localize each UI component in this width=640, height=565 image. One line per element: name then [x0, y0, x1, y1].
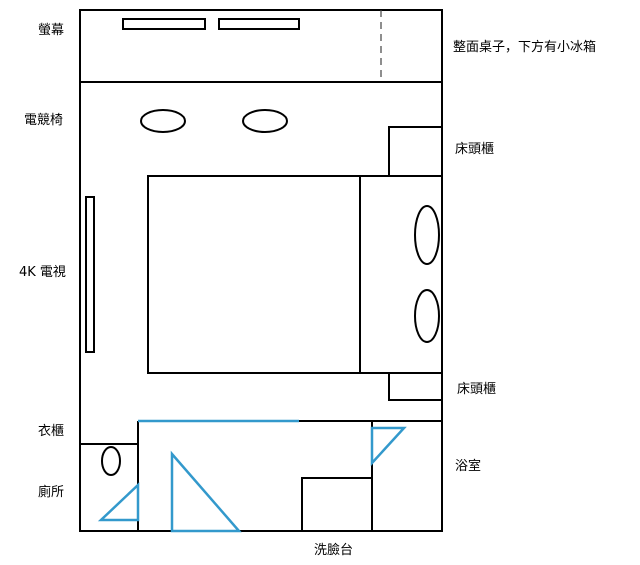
- bathroom-door-swing: [370, 426, 407, 467]
- wardrobe-door-swing: [170, 450, 242, 533]
- label-wardrobe: 衣櫃: [38, 424, 65, 439]
- label-desk: 整面桌子，下方有小冰箱: [453, 40, 597, 55]
- label-toilet: 廁所: [38, 485, 65, 500]
- bed-headboard-lines: [360, 175, 442, 374]
- room-outline: [79, 9, 443, 532]
- label-bathroom: 浴室: [455, 459, 482, 474]
- label-nightstand-bottom: 床頭櫃: [457, 382, 497, 397]
- nightstand-top: [388, 126, 442, 176]
- sink-counter: [301, 477, 373, 532]
- toilet-door-swing: [97, 482, 140, 522]
- pillow-bottom: [414, 289, 440, 343]
- gaming-chair-left: [140, 109, 186, 133]
- label-screen: 螢幕: [38, 23, 65, 38]
- monitor-left: [122, 18, 206, 30]
- pillow-top: [414, 205, 440, 265]
- bed-frame: [147, 175, 361, 374]
- nightstand-bottom: [388, 373, 442, 401]
- label-tv: 4K 電視: [19, 265, 66, 280]
- monitor-right: [218, 18, 300, 30]
- toilet-bowl: [101, 446, 121, 476]
- label-gaming-chair: 電競椅: [24, 113, 64, 128]
- label-sink: 洗臉台: [314, 543, 354, 558]
- tv-unit: [85, 196, 95, 353]
- gaming-chair-right: [242, 109, 288, 133]
- label-nightstand-top: 床頭櫃: [455, 142, 495, 157]
